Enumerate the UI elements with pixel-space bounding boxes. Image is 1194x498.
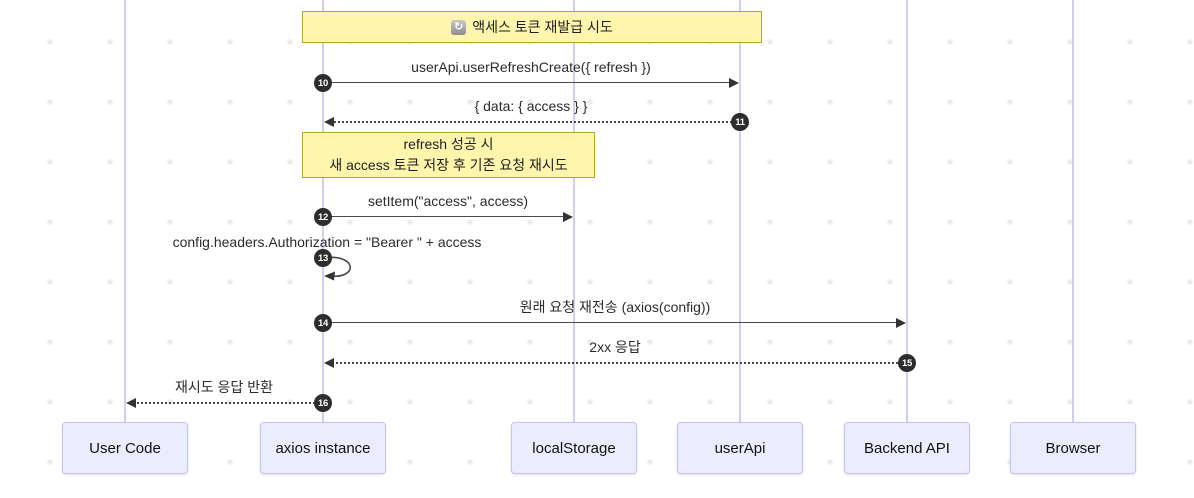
- message-label: setItem("access", access): [367, 193, 529, 209]
- sequence-number-badge: 10: [314, 74, 332, 92]
- arrowhead-icon: [896, 318, 906, 328]
- lifeline-user-code: [124, 0, 126, 424]
- actor-label: Backend API: [864, 439, 950, 457]
- lifeline-browser: [1072, 0, 1074, 424]
- note-refresh-success: refresh 성공 시 새 access 토큰 저장 후 기존 요청 재시도: [302, 132, 595, 178]
- actor-label: axios instance: [275, 439, 371, 457]
- sequence-number-badge: 11: [731, 113, 749, 131]
- actor-localstorage: localStorage: [511, 422, 637, 474]
- note-line-1: refresh 성공 시: [403, 136, 494, 152]
- arrowhead-icon: [126, 398, 136, 408]
- actor-browser: Browser: [1010, 422, 1136, 474]
- refresh-icon: ↻: [451, 19, 467, 35]
- note-line-2: 새 access 토큰 저장 후 기존 요청 재시도: [329, 157, 568, 173]
- self-loop-arrow: [322, 256, 351, 281]
- arrowhead-icon: [563, 212, 573, 222]
- sequence-number-badge: 16: [314, 394, 332, 412]
- lifeline-localstorage: [573, 0, 575, 424]
- sequence-number-badge: 14: [314, 314, 332, 332]
- message-line: [133, 402, 323, 404]
- actor-label: localStorage: [532, 439, 616, 457]
- message-line: [323, 82, 732, 83]
- message-label: 2xx 응답: [589, 339, 641, 355]
- actor-userapi: userApi: [677, 422, 803, 474]
- actor-label: userApi: [714, 439, 766, 457]
- note-token-refresh-attempt: ↻ 액세스 토큰 재발급 시도: [302, 11, 762, 43]
- message-line: [323, 322, 899, 323]
- actor-backend-api: Backend API: [844, 422, 970, 474]
- message-label: { data: { access } }: [474, 98, 588, 114]
- actor-axios-instance: axios instance: [260, 422, 386, 474]
- lifeline-userapi: [739, 0, 741, 424]
- message-label: 원래 요청 재전송 (axios(config)): [519, 299, 711, 315]
- arrowhead-icon: [729, 78, 739, 88]
- sequence-number-badge: 15: [898, 354, 916, 372]
- arrowhead-icon: [324, 117, 334, 127]
- actor-label: Browser: [1045, 439, 1101, 457]
- message-label: userApi.userRefreshCreate({ refresh }): [411, 59, 651, 75]
- lifeline-backend-api: [906, 0, 908, 424]
- sequence-number-badge: 12: [314, 208, 332, 226]
- message-line: [331, 362, 902, 364]
- note-text: 액세스 토큰 재발급 시도: [472, 18, 613, 35]
- arrowhead-icon: [324, 358, 334, 368]
- message-line: [331, 121, 735, 123]
- actor-user-code: User Code: [62, 422, 188, 474]
- message-line: [323, 216, 566, 217]
- message-label: config.headers.Authorization = "Bearer "…: [172, 234, 482, 250]
- actor-label: User Code: [89, 439, 161, 457]
- message-label: 재시도 응답 반환: [175, 379, 273, 395]
- sequence-number-badge: 13: [314, 249, 332, 267]
